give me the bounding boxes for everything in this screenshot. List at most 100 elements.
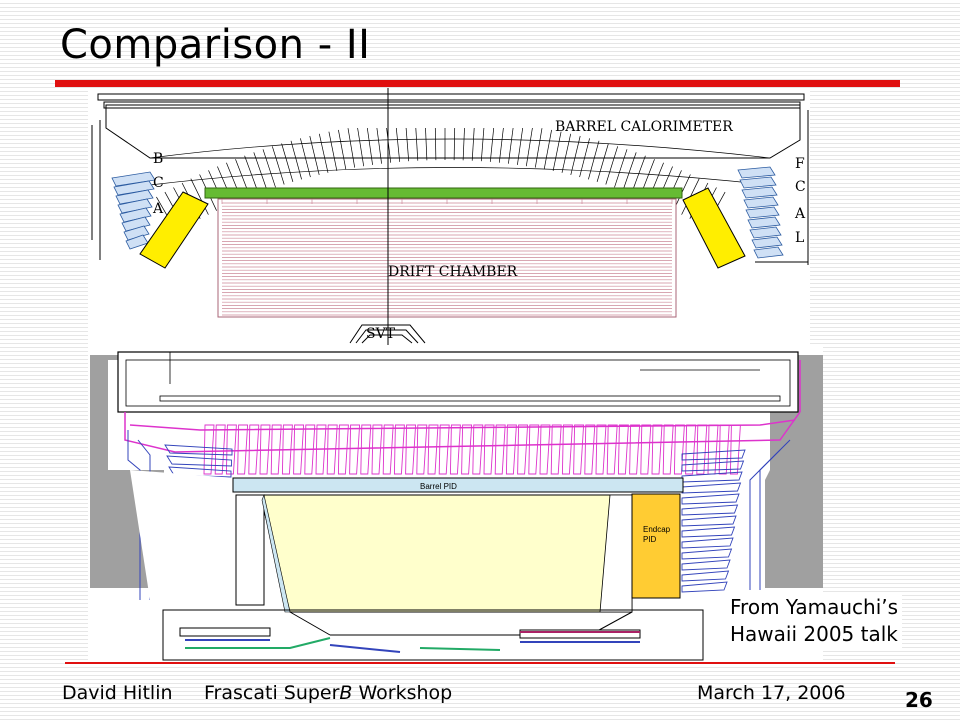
source-note-line-2: Hawaii 2005 talk [730,622,898,646]
source-note-line-1: From Yamauchi’s [730,595,899,619]
magenta-crystal [606,424,618,475]
barrel-crystal [480,127,485,162]
blue-crystal-right [681,449,746,461]
barrel-crystal [622,152,637,191]
barrel-crystal [376,127,382,164]
barrel-crystal [605,146,619,185]
endcap-pid-label-1: Endcap [643,525,671,534]
magenta-crystal [393,424,405,475]
barrel-pid-bar [232,477,684,493]
magenta-crystal [438,424,450,475]
barrel-crystal [498,127,504,163]
magenta-crystal [349,424,361,475]
endcap-pid-box [631,493,681,599]
bca-crystal [119,207,152,223]
blue-crystal-right [681,493,740,505]
blue-crystal-right [681,460,745,472]
barrel-crystal [395,127,401,162]
magenta-crystal [494,424,506,475]
barrel-crystal [570,135,581,175]
barrel-pid-label: Barrel PID [420,482,457,491]
magenta-crystal [528,424,540,475]
magenta-crystal [617,424,629,475]
magenta-crystal [651,424,663,475]
drift-chamber-wires [221,199,673,316]
fcal-crystal [745,206,780,219]
magenta-crystal [315,424,327,475]
fcal-crystal [751,236,783,249]
barrel-crystal [489,127,495,162]
magenta-crystal [629,424,641,475]
barrel-crystal [338,129,347,170]
bca-crystal [115,189,154,205]
magenta-crystal [416,424,428,475]
barrel-crystal [471,127,475,161]
barrel-crystal [281,143,294,182]
magenta-crystal [259,424,271,475]
magenta-crystal [248,424,260,475]
page-number: 26 [905,688,933,712]
fcal-letter-f: F [795,156,805,172]
blue-crystal-left [168,466,232,478]
magenta-crystal [225,424,237,475]
barrel-crystal [347,128,356,168]
endcap-pid-label-2: PID [643,535,657,544]
barrel-calorimeter-label: BARREL CALORIMETER [555,119,733,135]
magenta-crystal [685,424,697,475]
forward-calorimeter-crystals [737,166,784,259]
fcal-crystal [739,176,777,189]
bca-crystal [121,216,151,232]
bca-letter-a: A [152,201,164,217]
bca-crystal [111,171,156,187]
magenta-crystal [326,424,338,475]
title-underline [55,80,900,87]
barrel-crystal [366,127,373,165]
barrel-crystal [309,135,320,175]
green-support-bar [204,187,683,199]
svt-label: SVT [366,326,396,342]
magenta-crystal [293,424,305,475]
magenta-crystal [371,424,383,475]
fcal-crystal [753,246,784,259]
bottom-detector-diagram: Barrel PID Endcap PID [88,346,823,662]
magenta-crystal [449,424,461,475]
magenta-crystal [505,424,517,475]
blue-crystal-right [681,504,739,516]
magenta-crystal [461,424,473,475]
bca-letter-c: C [153,175,164,191]
magenta-crystal [539,424,551,475]
blue-crystal-left [164,444,233,456]
fcal-letter-c: C [795,179,806,195]
barrel-crystal [543,129,552,170]
bca-letter-b: B [153,151,163,167]
right-gray-block [765,355,823,588]
barrel-crystal [244,155,259,194]
magenta-crystal [270,424,282,475]
magenta-crystal [382,424,394,475]
barrel-crystal [434,127,437,161]
beam-pipe-structures [162,609,704,661]
footer-event: Frascati SuperB Workshop [204,682,452,704]
blue-crystal-right [681,559,731,571]
source-note: From Yamauchi’s Hawaii 2005 talk [726,592,903,650]
magenta-crystal [662,424,674,475]
magenta-crystal [673,424,685,475]
magenta-crystal [573,424,585,475]
fcal-crystal [737,166,776,179]
magenta-crystal [337,424,349,475]
barrel-crystal [290,140,302,180]
barrel-crystal [588,140,600,180]
bca-crystal [117,198,153,214]
barrel-crystal [405,127,410,162]
backward-calorimeter-crystals [111,171,156,250]
footer-event-italic: B [339,682,353,704]
svt-structure [349,324,426,344]
fcal-crystal [749,226,782,239]
fcal-crystal [741,186,778,199]
barrel-crystal [534,128,543,168]
fcal-crystal [743,196,779,209]
yellow-box-right [682,187,746,269]
magenta-crystal [483,424,495,475]
barrel-crystal [552,131,562,171]
